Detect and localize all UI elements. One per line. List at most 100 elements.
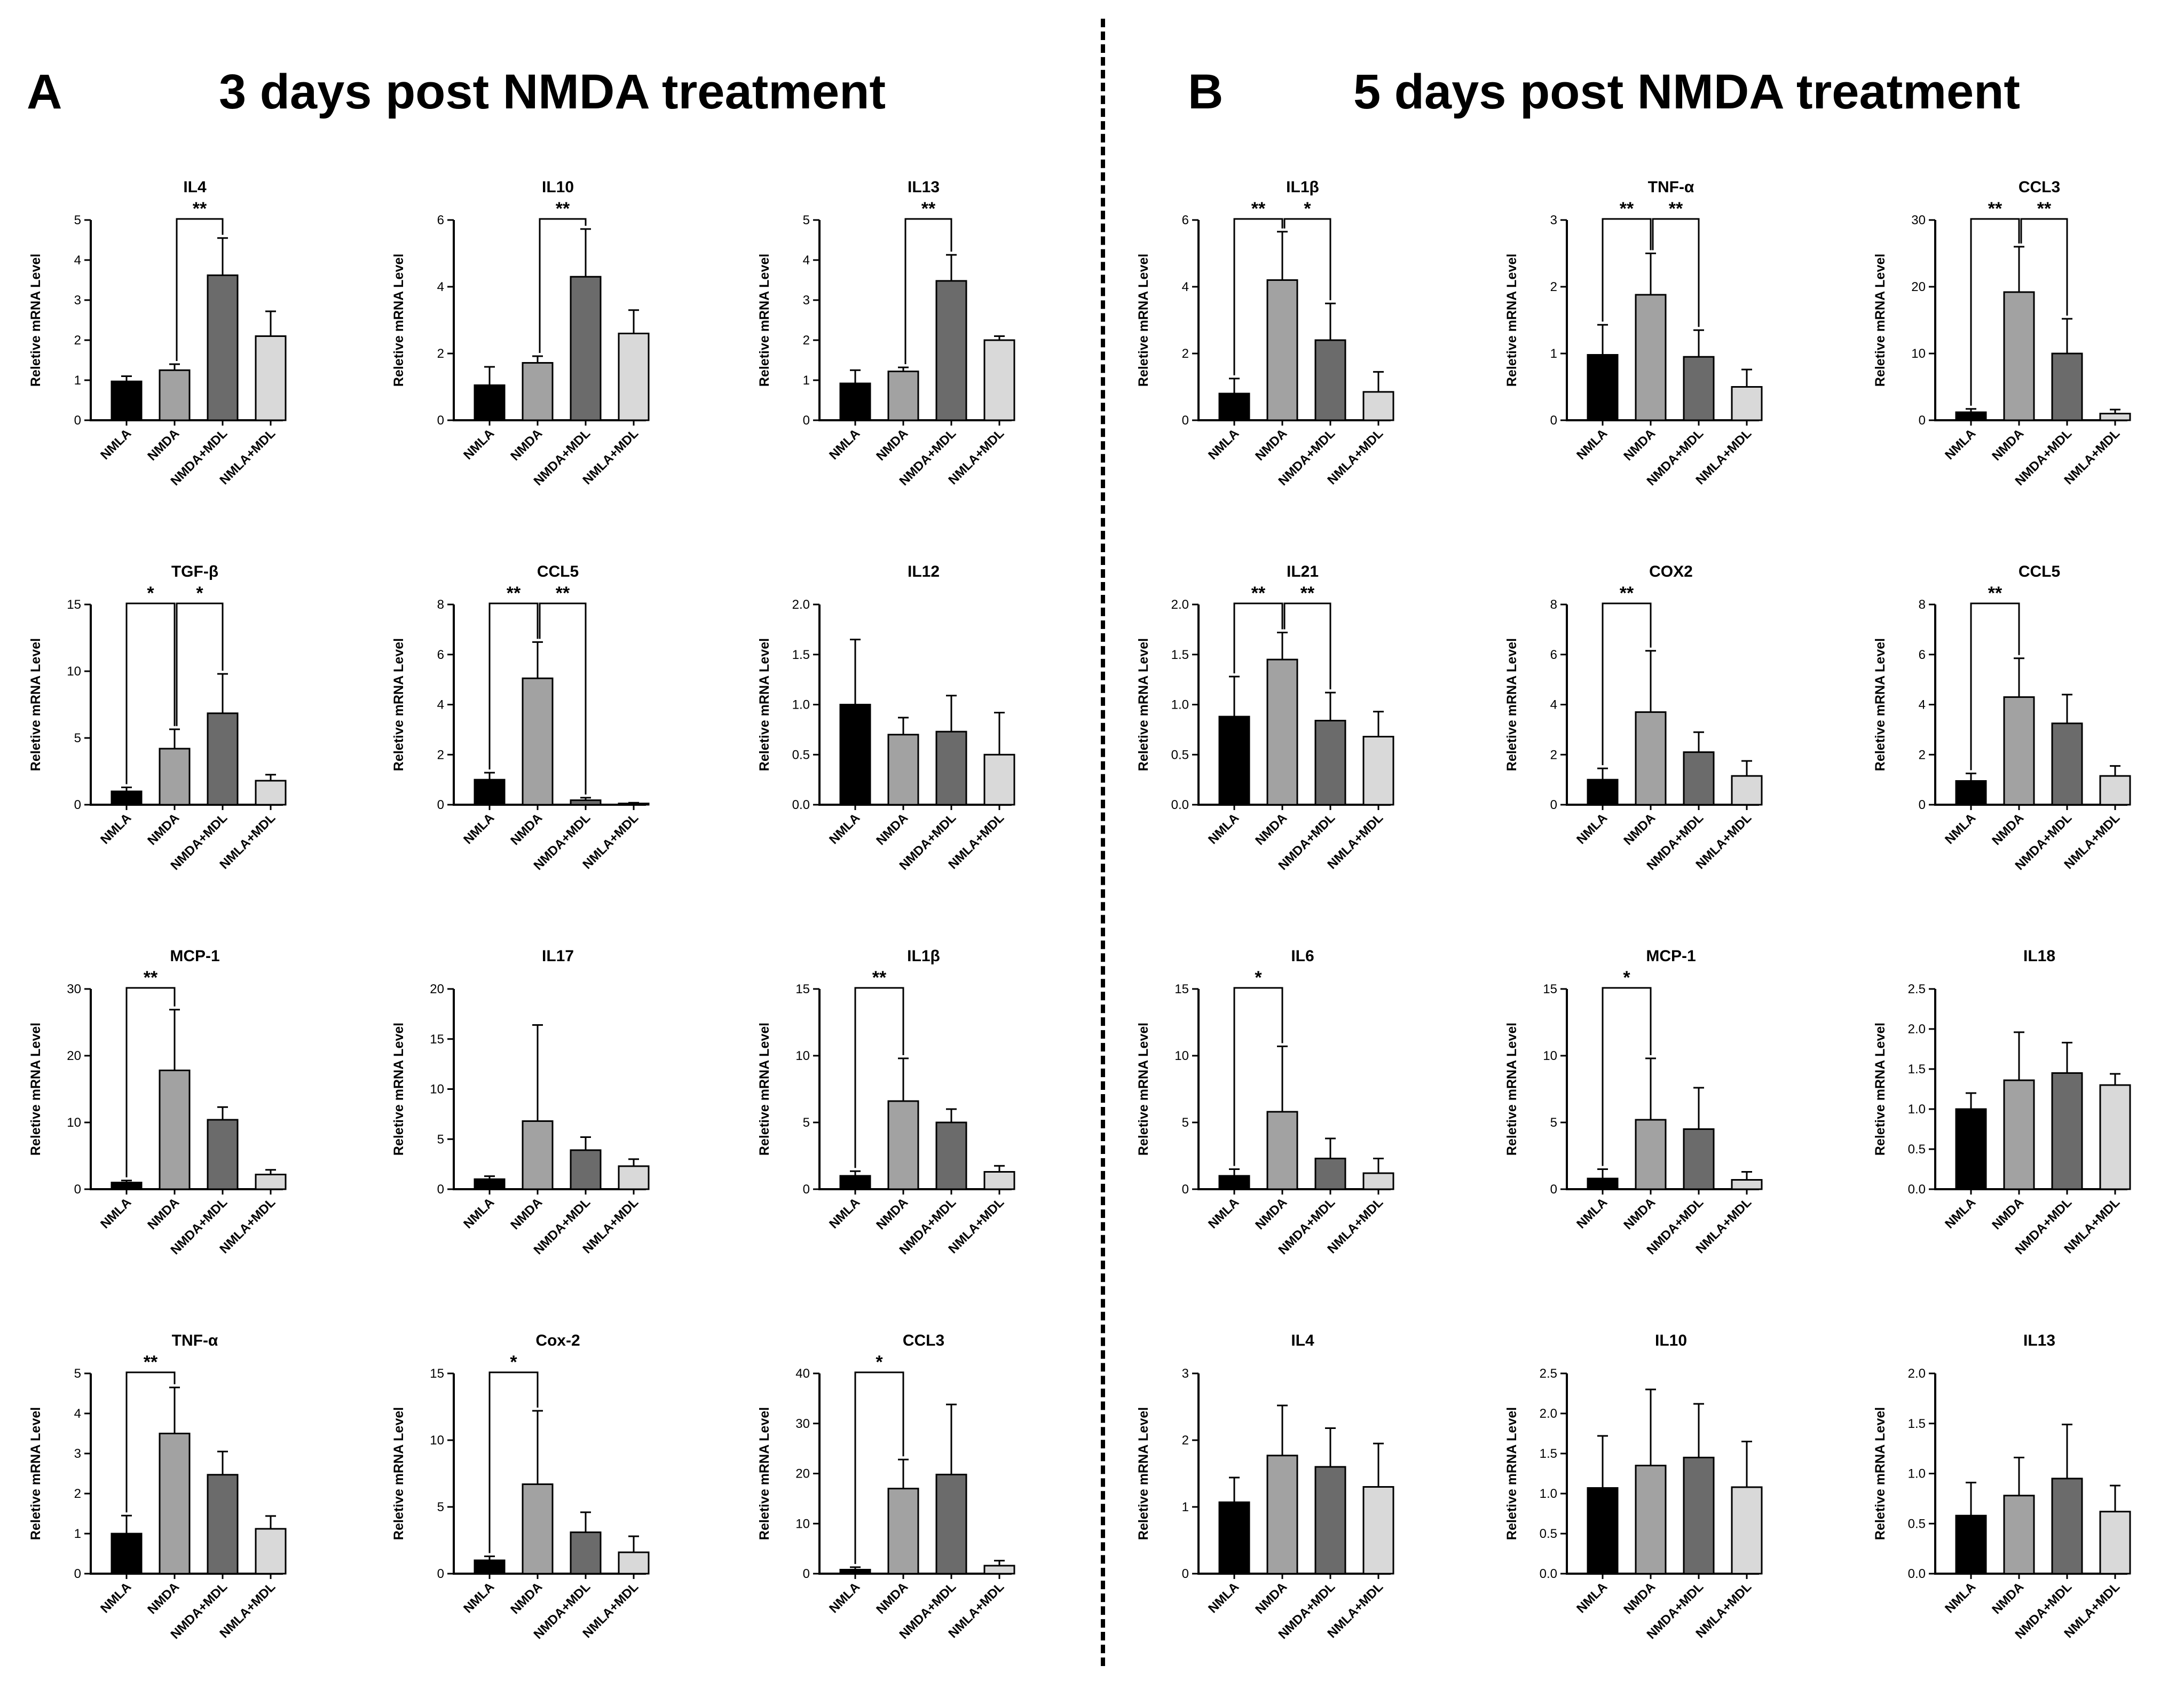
bar	[1266, 658, 1298, 806]
y-tick-label: 20	[67, 1049, 81, 1063]
bar	[1362, 1486, 1394, 1575]
y-axis-label: Reletive mRNA Level	[1136, 1407, 1151, 1540]
bar	[1955, 411, 1987, 421]
significance-marker: *	[1304, 199, 1311, 219]
bar	[255, 1174, 287, 1190]
y-tick-label: 10	[430, 1082, 444, 1097]
bar	[1683, 751, 1715, 806]
x-tick-label: NMDA	[1989, 811, 2027, 848]
y-tick-label: 0.0	[1540, 1567, 1557, 1581]
bar	[522, 677, 554, 806]
y-tick-label: 3	[74, 293, 81, 308]
y-tick-label: 0	[1182, 1567, 1189, 1581]
significance-marker: **	[1251, 199, 1266, 219]
significance-marker: **	[1669, 199, 1683, 219]
chart-title: TNF-α	[1648, 178, 1694, 196]
y-tick-label: 5	[1550, 1116, 1557, 1130]
significance-marker: **	[1988, 583, 2002, 603]
bar	[839, 704, 871, 806]
y-axis-label: Reletive mRNA Level	[757, 1407, 772, 1540]
chart-title: CCL5	[537, 563, 579, 580]
y-tick-label: 4	[74, 1407, 81, 1421]
x-tick-label: NMLA	[1574, 426, 1610, 462]
y-axis-label: Reletive mRNA Level	[757, 638, 772, 771]
panel-divider	[1101, 19, 1105, 1666]
bar	[159, 748, 191, 806]
y-tick-label: 0	[1182, 413, 1189, 428]
bar	[839, 1175, 871, 1190]
bar	[2099, 1511, 2131, 1575]
y-axis-label: Reletive mRNA Level	[1504, 254, 1519, 387]
y-tick-label: 0.5	[1908, 1517, 1926, 1531]
bar	[983, 339, 1015, 421]
bar	[618, 333, 650, 421]
x-tick-label: NMLA	[1205, 426, 1242, 462]
bar	[2051, 1478, 2083, 1575]
significance-bracket	[1283, 218, 1331, 301]
bar	[1314, 1158, 1346, 1190]
chart-title: TNF-α	[172, 1332, 218, 1349]
y-tick-label: 4	[1182, 280, 1189, 294]
chart-title: IL6	[1291, 947, 1314, 965]
bar	[111, 1182, 143, 1190]
y-tick-label: 10	[67, 1116, 81, 1130]
bar	[1731, 386, 1763, 421]
significance-bracket	[488, 1371, 539, 1553]
significance-marker: **	[1620, 199, 1634, 219]
y-tick-label: 10	[795, 1049, 810, 1063]
bar	[1587, 1177, 1619, 1190]
bar	[887, 1100, 919, 1190]
y-tick-label: 4	[437, 698, 444, 712]
y-tick-label: 0	[803, 413, 810, 428]
chart-title: IL13	[908, 178, 940, 196]
x-tick-label: NMLA	[1205, 1580, 1242, 1616]
bar	[839, 1569, 871, 1575]
y-tick-label: 1	[1182, 1500, 1189, 1514]
bar	[1362, 736, 1394, 806]
significance-bracket	[1970, 602, 2020, 771]
bar	[935, 1121, 967, 1190]
x-tick-label: NMDA	[508, 1195, 545, 1232]
y-tick-label: 5	[437, 1132, 444, 1146]
y-tick-label: 0	[1919, 413, 1926, 428]
bar	[1218, 392, 1250, 421]
y-tick-label: 2	[803, 333, 810, 348]
bar	[255, 780, 287, 806]
bar	[474, 1559, 506, 1575]
y-tick-label: 2.0	[1171, 598, 1189, 612]
bar	[207, 274, 239, 421]
x-tick-label: NMDA	[145, 1580, 182, 1617]
bar	[887, 734, 919, 806]
y-tick-label: 10	[430, 1433, 444, 1448]
x-tick-label: NMDA	[873, 1580, 911, 1617]
x-tick-label: NMDA	[1989, 1580, 2027, 1617]
bar	[1587, 354, 1619, 421]
y-tick-label: 1.5	[792, 648, 810, 662]
y-tick-label: 2	[1182, 347, 1189, 361]
y-tick-label: 2.0	[1908, 1366, 1926, 1381]
y-axis-label: Reletive mRNA Level	[28, 254, 43, 387]
significance-bracket	[125, 602, 176, 784]
y-tick-label: 0	[1919, 798, 1926, 812]
y-axis-label: Reletive mRNA Level	[757, 1023, 772, 1156]
y-tick-label: 30	[1911, 213, 1926, 227]
y-tick-label: 8	[1919, 598, 1926, 612]
bar	[1218, 1501, 1250, 1575]
significance-marker: **	[1988, 199, 2002, 219]
x-tick-label: NMLA	[1205, 1195, 1242, 1231]
panel-a-letter: A	[27, 65, 62, 119]
bar	[1218, 1175, 1250, 1190]
bar	[1587, 779, 1619, 806]
bar	[1314, 339, 1346, 421]
x-tick-label: NMLA	[461, 811, 497, 847]
y-axis-label: Reletive mRNA Level	[1873, 638, 1888, 771]
bar	[207, 1474, 239, 1575]
bar	[159, 369, 191, 421]
significance-marker: *	[876, 1352, 883, 1372]
bar	[1266, 279, 1298, 421]
significance-marker: **	[556, 583, 570, 603]
bar	[983, 753, 1015, 806]
y-axis-label: Reletive mRNA Level	[391, 638, 406, 771]
y-tick-label: 0	[803, 1182, 810, 1197]
y-tick-label: 2	[74, 333, 81, 348]
